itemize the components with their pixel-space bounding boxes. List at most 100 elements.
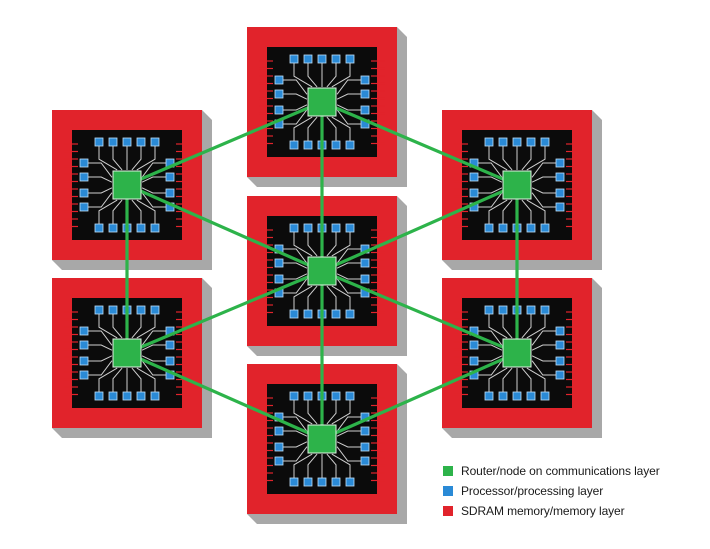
processor-core (469, 340, 479, 350)
processor-core (108, 391, 118, 401)
processor-core (484, 305, 494, 315)
link-top-upper-left (126, 100, 323, 187)
processor-core (540, 223, 550, 233)
link-upper-right-center (321, 183, 518, 273)
memory-swatch-icon (443, 506, 453, 516)
processor-core (150, 391, 160, 401)
memory-pins (64, 311, 190, 396)
processor-core (289, 223, 299, 233)
routers-layer (112, 87, 532, 454)
processor-core (555, 356, 565, 366)
processor-core (360, 274, 370, 284)
processor-core (136, 391, 146, 401)
processor-core (555, 172, 565, 182)
processor-core (469, 356, 479, 366)
link-center-lower-right (321, 269, 518, 355)
processor-core (79, 188, 89, 198)
legend: Router/node on communications layer Proc… (443, 461, 660, 521)
router-swatch-icon (443, 466, 453, 476)
processor-swatch-icon (443, 486, 453, 496)
processor-core (289, 391, 299, 401)
processor-core (498, 223, 508, 233)
legend-item-processor: Processor/processing layer (443, 481, 660, 501)
network-links (125, 100, 519, 441)
legend-label-processor: Processor/processing layer (461, 484, 604, 498)
core-traces (474, 142, 560, 228)
processor-core (555, 202, 565, 212)
legend-item-router: Router/node on communications layer (443, 461, 660, 481)
processor-core (345, 477, 355, 487)
router-node-top (307, 87, 337, 117)
processor-core (108, 305, 118, 315)
processor-core (165, 356, 175, 366)
processor-core (498, 305, 508, 315)
processor-core (94, 137, 104, 147)
link-upper-left-center (126, 183, 323, 273)
processor-core (122, 391, 132, 401)
processor-core (512, 137, 522, 147)
processor-core (469, 188, 479, 198)
processor-core (94, 223, 104, 233)
processor-core (360, 105, 370, 115)
router-node-lower-left (112, 338, 142, 368)
link-center-lower-left (126, 269, 323, 355)
processor-core (317, 477, 327, 487)
processor-core (498, 391, 508, 401)
processor-core (165, 188, 175, 198)
processor-core (274, 75, 284, 85)
legend-label-router: Router/node on communications layer (461, 464, 660, 478)
processor-core (360, 426, 370, 436)
processor-core (274, 442, 284, 452)
processor-core (484, 391, 494, 401)
router-node-center (307, 256, 337, 286)
processor-core (79, 326, 89, 336)
processor-core (345, 223, 355, 233)
processor-core (94, 305, 104, 315)
processor-core (122, 137, 132, 147)
router-node-upper-left (112, 170, 142, 200)
processor-core (150, 305, 160, 315)
processor-core (345, 54, 355, 64)
processor-core (555, 188, 565, 198)
processor-core (303, 54, 313, 64)
memory-pins (259, 60, 385, 145)
processor-core (136, 137, 146, 147)
processor-core (303, 140, 313, 150)
processor-core (484, 137, 494, 147)
processor-core (79, 356, 89, 366)
processor-core (274, 456, 284, 466)
processor-core (274, 89, 284, 99)
processor-core (79, 172, 89, 182)
processor-core (79, 340, 89, 350)
processor-core (555, 326, 565, 336)
processor-core (289, 477, 299, 487)
processor-core (108, 137, 118, 147)
core-traces (279, 59, 365, 145)
processor-core (165, 172, 175, 182)
processor-core (331, 477, 341, 487)
processor-core (526, 223, 536, 233)
processor-core (512, 391, 522, 401)
router-node-upper-right (502, 170, 532, 200)
core-traces (279, 396, 365, 482)
processor-core (136, 223, 146, 233)
processor-core (345, 391, 355, 401)
processor-core (136, 305, 146, 315)
processor-core (360, 75, 370, 85)
processor-core (526, 305, 536, 315)
processor-core (289, 309, 299, 319)
processor-core (165, 340, 175, 350)
processor-cores (469, 137, 565, 233)
processor-core (289, 140, 299, 150)
processor-core (555, 158, 565, 168)
router-node-bottom (307, 424, 337, 454)
memory-pins (454, 143, 580, 228)
legend-label-memory: SDRAM memory/memory layer (461, 504, 625, 518)
processor-core (289, 54, 299, 64)
processor-core (360, 442, 370, 452)
processor-core (274, 274, 284, 284)
processor-core (274, 105, 284, 115)
processor-core (526, 137, 536, 147)
processor-core (150, 223, 160, 233)
processor-core (360, 89, 370, 99)
